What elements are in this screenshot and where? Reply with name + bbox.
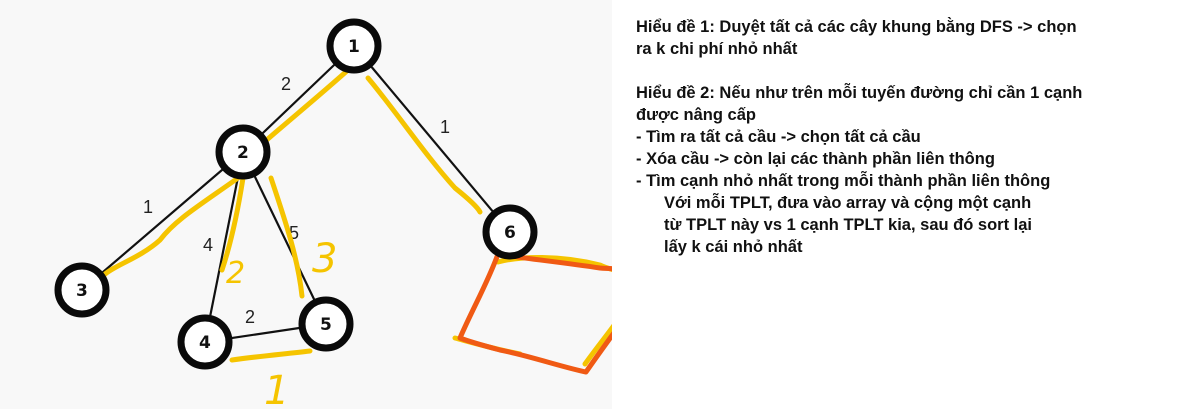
note-line-2: ra k chi phí nhỏ nhất: [636, 40, 798, 58]
graph-node-3: 3: [54, 262, 110, 318]
edge-weight-2-3: 1: [143, 197, 153, 217]
node-label-1: 1: [348, 37, 360, 57]
note-line-9: từ TPLT này vs 1 cạnh TPLT kia, sau đó s…: [664, 216, 1033, 234]
note-line-1: Hiểu đề 1: Duyệt tất cả các cây khung bằ…: [636, 18, 1077, 36]
note-line-10: lấy k cái nhỏ nhất: [664, 238, 803, 256]
node-label-4: 4: [199, 333, 211, 353]
node-label-5: 5: [320, 315, 332, 335]
note-line-3: Hiểu đề 2: Nếu như trên mỗi tuyến đường …: [636, 84, 1083, 102]
highlight-polygon-orange: [457, 251, 612, 375]
edge-2-5: [242, 151, 327, 325]
edge-1-6: [353, 45, 511, 233]
edge-weight-1-6: 1: [440, 117, 450, 137]
graph-node-2: 2: [215, 124, 271, 180]
highlight-edge-1-2: [259, 67, 351, 147]
note-spacer: [636, 60, 1176, 82]
note-line-5: - Tìm ra tất cả cầu -> chọn tất cả cầu: [636, 128, 921, 146]
handwritten-number-1: 1: [264, 368, 289, 409]
graph-node-1: 1: [326, 18, 382, 74]
edge-weight-1-2: 2: [281, 74, 291, 94]
graph-node-4: 4: [177, 314, 233, 370]
edge-weight-4-5: 2: [245, 307, 255, 327]
handwritten-number-2: 2: [226, 256, 245, 291]
highlight-edge-2-3: [101, 175, 241, 278]
edge-2-3: [81, 151, 244, 291]
edge-weight-2-5: 5: [289, 223, 299, 243]
note-line-6: - Xóa cầu -> còn lại các thành phần liên…: [636, 150, 995, 168]
highlight-edge-2-5: [268, 175, 305, 299]
handwritten-number-3: 3: [312, 236, 337, 282]
edge-weight-2-4: 4: [203, 235, 213, 255]
notes-panel: Hiểu đề 1: Duyệt tất cả các cây khung bằ…: [636, 16, 1176, 258]
graph-node-6: 6: [482, 204, 538, 260]
edge-2-4: [203, 151, 245, 343]
highlight-edge-4-5: [229, 348, 313, 363]
node-label-6: 6: [504, 223, 516, 243]
graph-node-5: 5: [298, 296, 354, 352]
highlight-square-yellow: [452, 254, 612, 367]
note-line-7: - Tìm cạnh nhỏ nhất trong mỗi thành phần…: [636, 172, 1051, 190]
highlight-edge-1-6: [365, 75, 483, 215]
note-line-8: Với mỗi TPLT, đưa vào array và cộng một …: [664, 194, 1032, 212]
graph-drawing: 2 1 1 4 5 2 2 3 1 1 2 3: [54, 18, 612, 409]
graph-canvas: 2 1 1 4 5 2 2 3 1 1 2 3: [54, 18, 612, 409]
highlight-edge-2-4: [219, 175, 246, 273]
note-line-4: được nâng cấp: [636, 106, 756, 124]
node-label-2: 2: [237, 143, 249, 163]
node-label-3: 3: [76, 281, 88, 301]
